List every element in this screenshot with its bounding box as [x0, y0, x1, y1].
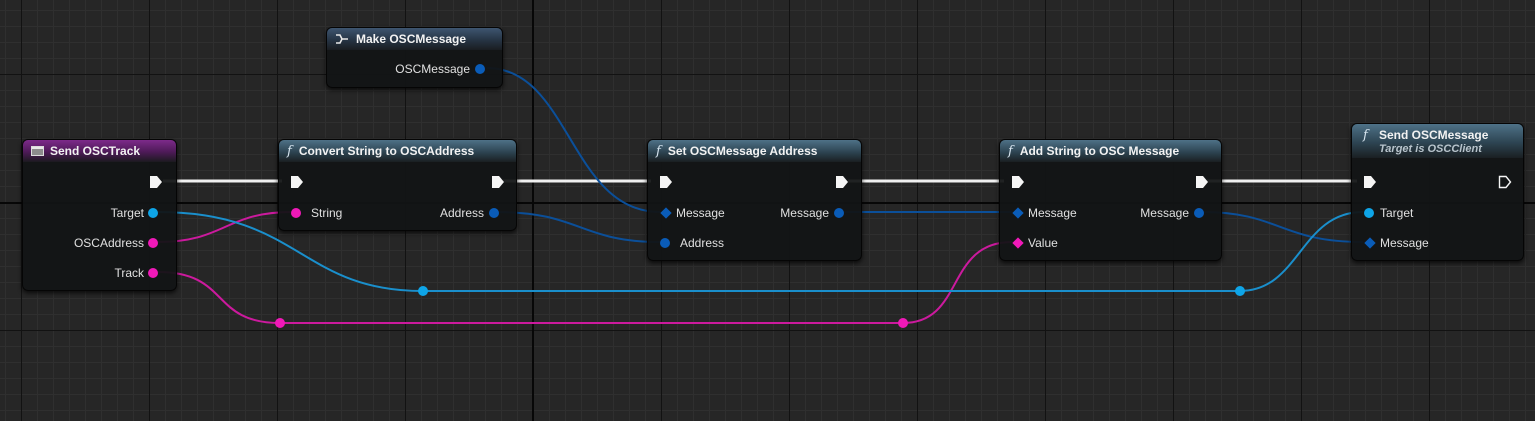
make-struct-icon [336, 34, 348, 44]
message-in-pin[interactable] [1364, 237, 1376, 249]
pin-label-message-in: Message [1028, 206, 1077, 220]
node-header[interactable]: f Add String to OSC Message [1000, 140, 1221, 162]
node-header[interactable]: f Send OSCMessage Target is OSCClient [1352, 124, 1523, 158]
node-header[interactable]: f Set OSCMessage Address [648, 140, 861, 162]
address-in-pin[interactable] [660, 238, 670, 248]
pin-label-address: Address [680, 236, 725, 250]
message-in-pin[interactable] [660, 207, 672, 219]
target-pin[interactable] [1364, 208, 1374, 218]
pin-label-target: Target [1380, 206, 1414, 220]
node-title: Send OSCMessage [1379, 127, 1489, 142]
node-title: Add String to OSC Message [1019, 144, 1180, 158]
node-title: Convert String to OSCAddress [298, 144, 475, 158]
node-header[interactable]: f Convert String to OSCAddress [279, 140, 516, 162]
value-pin[interactable] [1012, 237, 1024, 249]
track-wire [157, 241, 1013, 324]
function-icon: f [656, 143, 661, 159]
exec-out-pin[interactable] [1195, 175, 1209, 189]
node-title: Make OSCMessage [356, 32, 467, 46]
exec-out-pin[interactable] [835, 175, 849, 189]
message-out-pin[interactable] [1194, 208, 1204, 218]
pin-label-target: Target [110, 206, 144, 220]
exec-out-pin[interactable] [491, 175, 505, 189]
pin-label-value: Value [1028, 236, 1058, 250]
node-header[interactable]: Send OSCTrack [23, 140, 176, 162]
message-in-pin[interactable] [1012, 207, 1024, 219]
reroute-knot-object [1235, 286, 1245, 296]
message-out-pin[interactable] [834, 208, 844, 218]
track-pin[interactable] [148, 268, 158, 278]
pin-label-message-out: Message [780, 206, 829, 220]
pin-label-address: Address [439, 206, 484, 220]
node-set-oscmessage-address[interactable]: f Set OSCMessage Address Message Message… [647, 139, 862, 261]
node-convert-string-to-oscaddress[interactable]: f Convert String to OSCAddress String Ad… [278, 139, 517, 231]
pin-label-track: Track [114, 266, 144, 280]
function-icon: f [1363, 128, 1368, 143]
pin-label-string: String [311, 206, 343, 220]
reroute-knot-string [898, 318, 908, 328]
exec-out-pin[interactable] [149, 175, 163, 189]
pin-label-message-out: Message [1140, 206, 1189, 220]
string-pin[interactable] [291, 208, 301, 218]
pin-label-oscaddress: OSCAddress [73, 236, 144, 250]
address-wire [496, 211, 661, 243]
node-title: Set OSCMessage Address [667, 144, 818, 158]
exec-in-pin[interactable] [1363, 175, 1377, 189]
pin-label-message-in: Message [676, 206, 725, 220]
node-send-oscmessage[interactable]: f Send OSCMessage Target is OSCClient Ta… [1351, 123, 1524, 261]
address-out-pin[interactable] [489, 208, 499, 218]
reroute-knot-string [275, 318, 285, 328]
node-send-osctrack[interactable]: Send OSCTrack Target OSCAddress Track [22, 139, 177, 291]
oscmessage-pin[interactable] [475, 64, 485, 74]
pin-label-oscmessage: OSCMessage [395, 62, 470, 76]
exec-in-pin[interactable] [1011, 175, 1025, 189]
node-add-string-to-osc-message[interactable]: f Add String to OSC Message Message Mess… [999, 139, 1222, 261]
exec-out-pin[interactable] [1498, 175, 1512, 189]
pin-label-message: Message [1380, 236, 1429, 250]
node-make-oscmessage[interactable]: Make OSCMessage OSCMessage [326, 27, 503, 88]
function-icon: f [1008, 143, 1013, 159]
target-wire [157, 211, 1364, 292]
oscmessage-wire [486, 67, 661, 213]
node-subtitle: Target is OSCClient [1379, 142, 1482, 155]
reroute-knot-object [418, 286, 428, 296]
message-wire [1201, 211, 1364, 243]
node-header[interactable]: Make OSCMessage [327, 28, 502, 50]
target-pin[interactable] [148, 208, 158, 218]
exec-in-pin[interactable] [290, 175, 304, 189]
node-title: Send OSCTrack [50, 144, 141, 158]
event-icon [31, 146, 44, 156]
exec-in-pin[interactable] [659, 175, 673, 189]
oscaddress-pin[interactable] [148, 238, 158, 248]
function-icon: f [287, 143, 292, 159]
oscaddress-wire [157, 211, 293, 243]
graph-origin-vertical-line [532, 0, 534, 421]
